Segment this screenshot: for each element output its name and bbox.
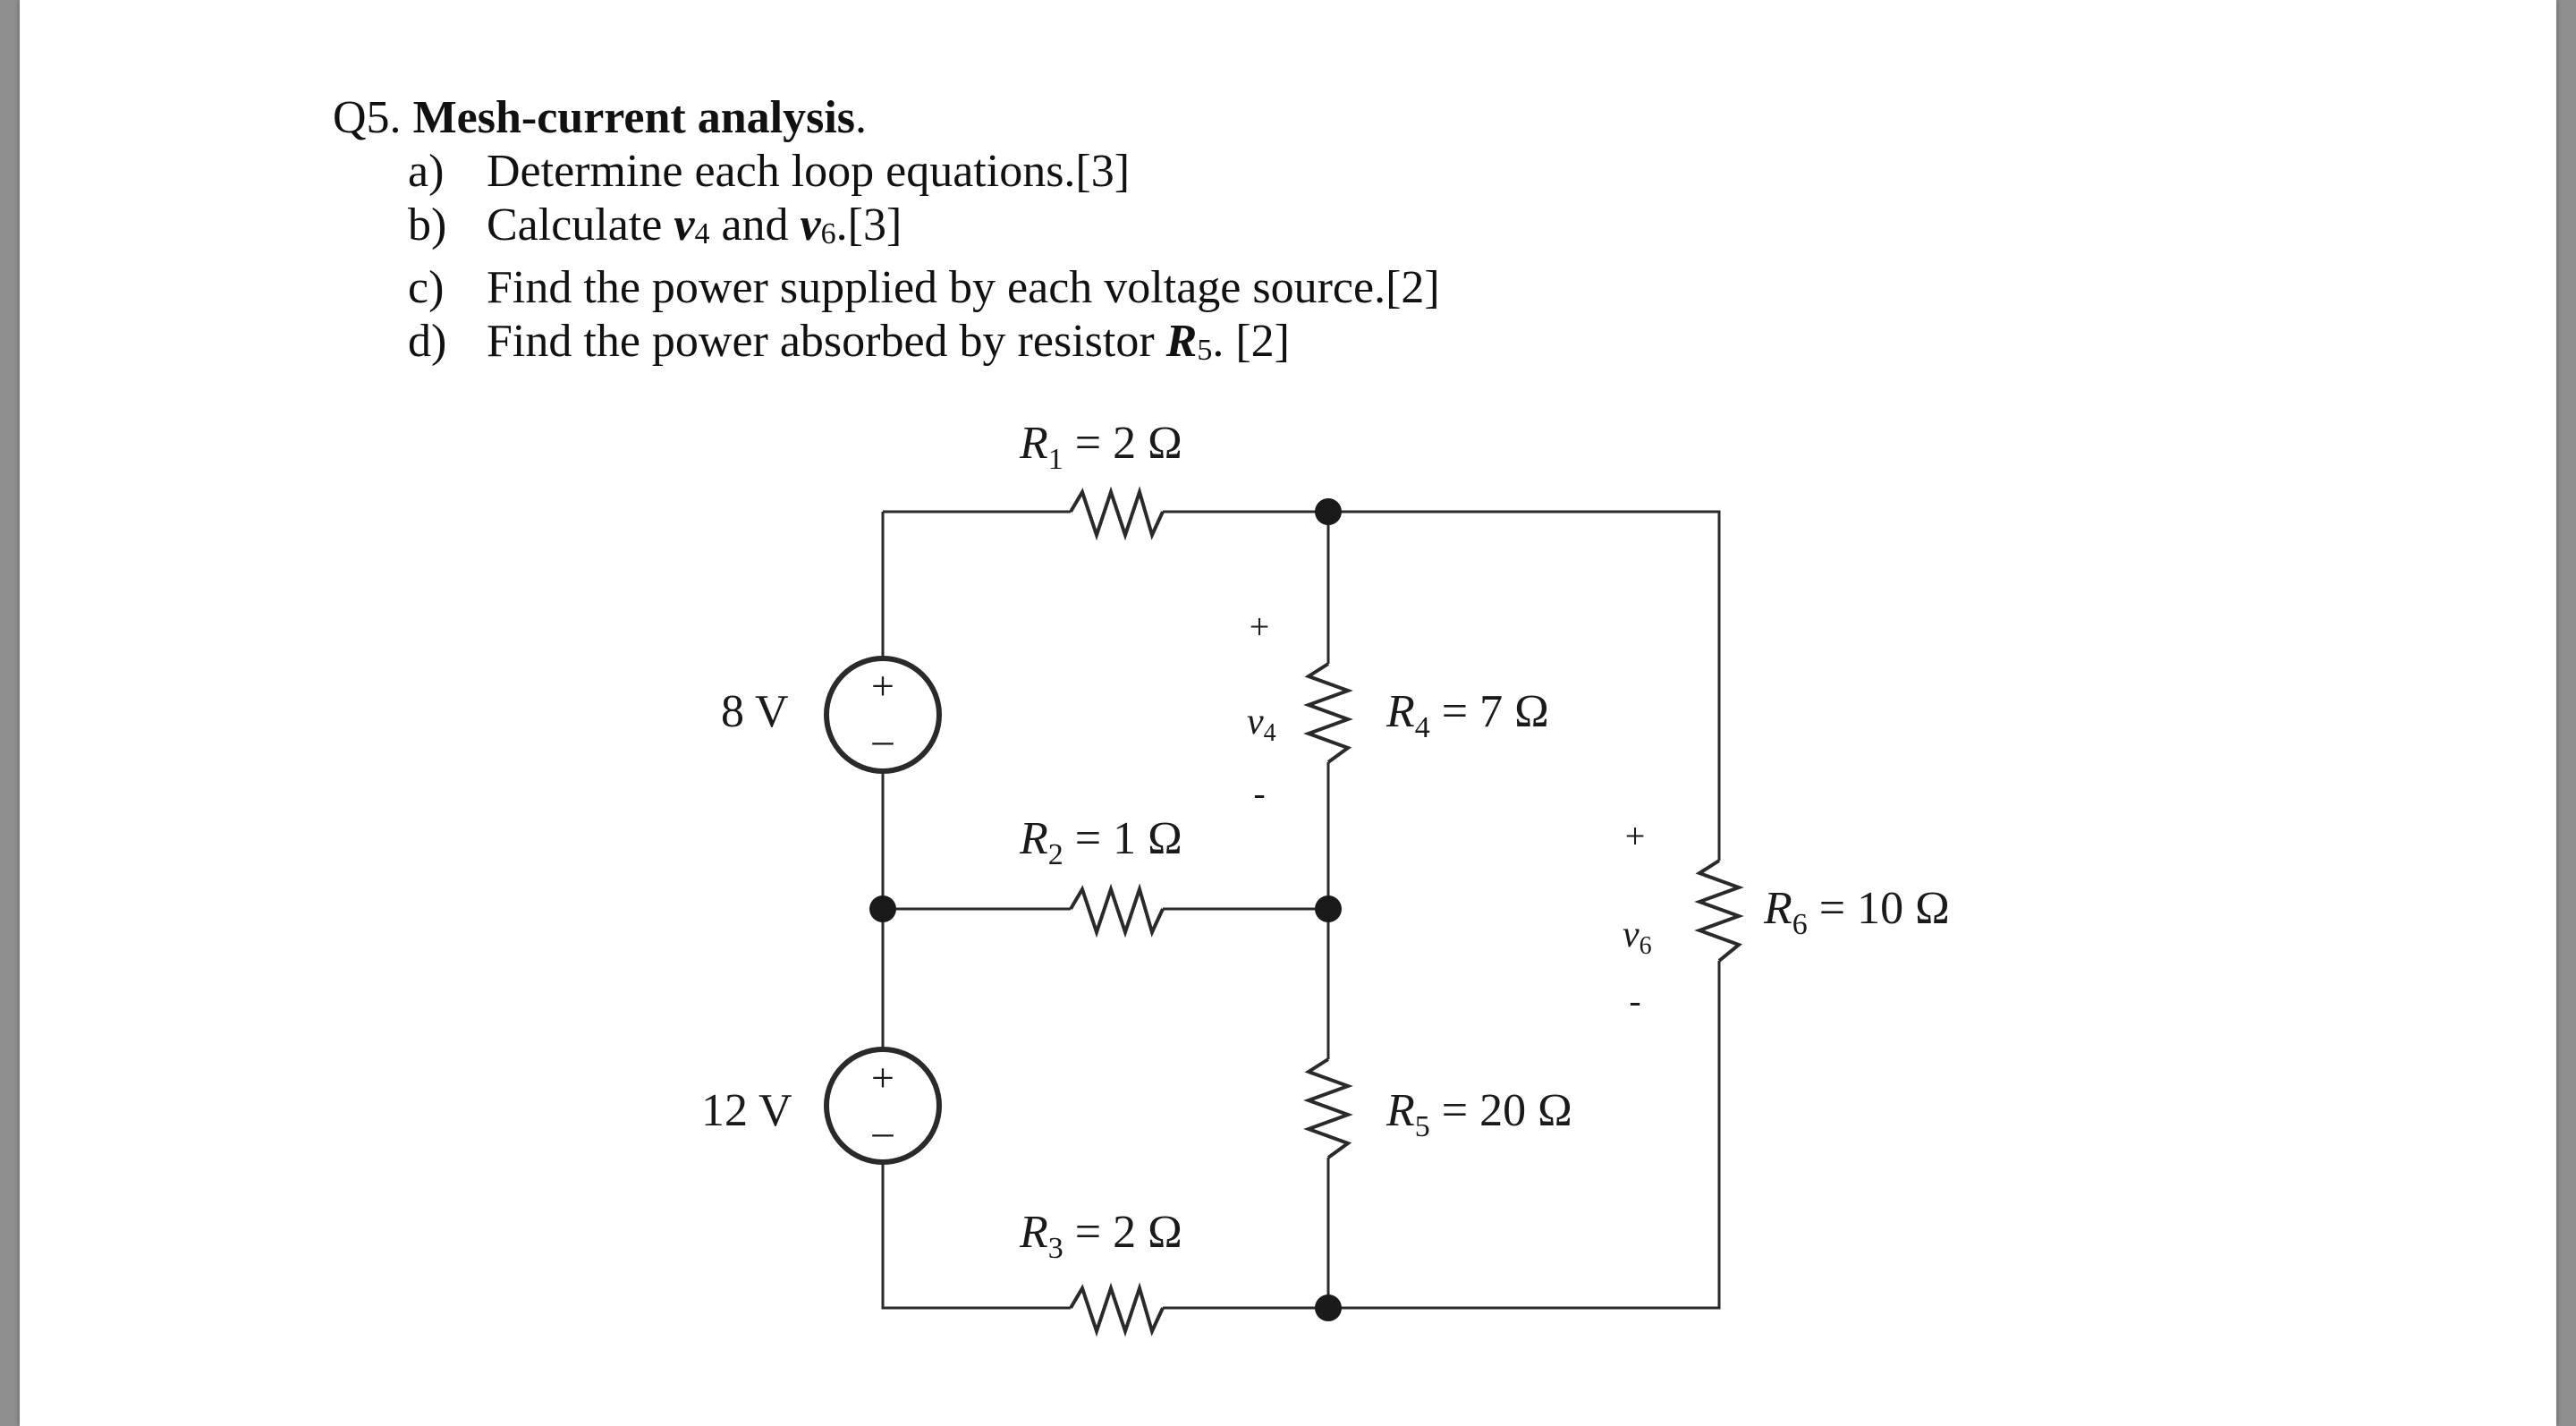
symbol-v: v [800, 199, 821, 250]
part-text-pre: Calculate [487, 199, 674, 250]
r5-label: R5 = 20 Ω [1385, 1085, 1572, 1143]
resistor-r2 [1069, 883, 1165, 938]
voltage-source-8v [824, 656, 942, 774]
v6-plus: + [1625, 816, 1646, 856]
junction-dots [869, 498, 1342, 1321]
resistor-r3 [1069, 1282, 1165, 1337]
symbol-subscript: 5 [1197, 334, 1213, 367]
circuit-wires [881, 510, 1721, 1310]
question-block: Q5. Mesh-current analysis. a) Determine … [333, 91, 1440, 378]
v4-label: v4 [1247, 701, 1276, 747]
question-heading: Q5. Mesh-current analysis. [333, 91, 1440, 145]
question-title-period: . [855, 92, 868, 143]
v6-label: v6 [1623, 914, 1652, 960]
part-b: b) Calculate v4 and v6.[3] [333, 199, 1440, 261]
part-a: a) Determine each loop equations.[3] [333, 145, 1440, 199]
part-text-post: .[3] [835, 199, 902, 250]
r4-label: R4 = 7 Ω [1385, 686, 1549, 744]
v6-minus: - [1629, 980, 1640, 1021]
symbol-subscript: 6 [820, 217, 836, 250]
part-letter: c) [408, 262, 445, 313]
part-text-post: . [2] [1212, 316, 1290, 367]
source-top-label: 8 V [721, 686, 789, 737]
symbol-subscript: 4 [694, 217, 710, 250]
part-text: Determine each loop equations.[3] [487, 146, 1131, 197]
resistor-r5 [1303, 1057, 1353, 1159]
v4-plus: + [1250, 607, 1270, 647]
v4-minus: - [1253, 773, 1265, 813]
part-c: c) Find the power supplied by each volta… [333, 261, 1440, 315]
voltage-source-12v [824, 1047, 942, 1165]
question-title: Mesh-current analysis [412, 92, 856, 143]
part-text: Find the power supplied by each voltage … [487, 262, 1440, 313]
part-letter: b) [408, 199, 447, 250]
r1-label: R1 = 2 Ω [1019, 418, 1182, 476]
part-text: Calculate v4 and v6.[3] [410, 199, 902, 261]
r6-label: R6 = 10 Ω [1763, 883, 1950, 941]
source-bottom-minus: – [872, 1108, 894, 1154]
part-letter: a) [408, 146, 445, 197]
part-text-pre: Find the power absorbed by resistor [487, 316, 1166, 367]
symbol-r: R [1165, 316, 1198, 367]
source-bottom-plus: + [871, 1055, 894, 1100]
part-letter: d) [408, 316, 447, 367]
part-text: Find the power absorbed by resistor R5. … [410, 315, 1290, 378]
resistor-r1 [1069, 486, 1165, 541]
document-page: Q5. Mesh-current analysis. a) Determine … [20, 0, 2556, 1426]
symbol-v: v [674, 199, 695, 250]
question-number: Q5. [333, 92, 402, 143]
part-d: d) Find the power absorbed by resistor R… [333, 315, 1440, 378]
source-bottom-label: 12 V [701, 1085, 792, 1136]
circuit-diagram: + – + – 8 V 12 V R1 = 2 Ω R2 = 1 Ω R3 = … [701, 418, 1950, 1337]
r2-label: R2 = 1 Ω [1019, 813, 1182, 871]
source-top-plus: + [871, 663, 894, 709]
resistor-r6 [1694, 859, 1744, 963]
resistor-r4 [1303, 662, 1353, 764]
source-top-minus: – [872, 717, 894, 762]
r3-label: R3 = 2 Ω [1019, 1207, 1182, 1265]
part-text-mid: and [709, 199, 801, 250]
